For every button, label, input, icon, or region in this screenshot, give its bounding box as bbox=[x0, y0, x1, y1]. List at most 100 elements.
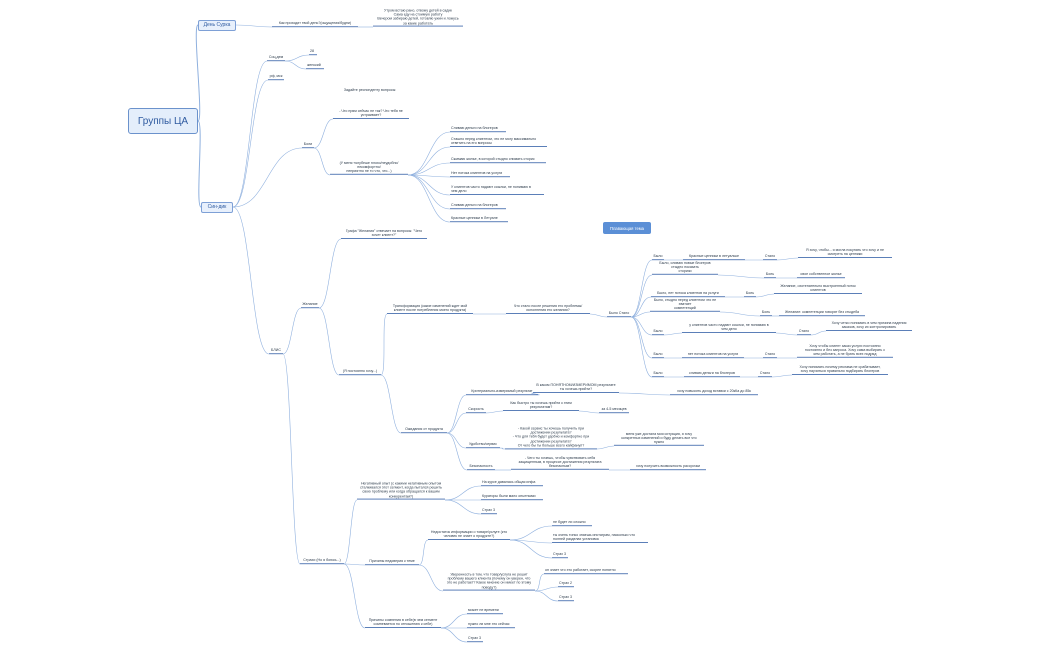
topic-den2[interactable]: Утром встаю рано, отвожу детей в садик С… bbox=[373, 9, 463, 27]
topic-den1[interactable]: Как проходит твой день?(ощущения/будни) bbox=[272, 21, 358, 27]
topic-label: Страх 3 bbox=[468, 636, 482, 641]
topic-k2[interactable]: Скорость bbox=[466, 407, 486, 413]
topic-label: Хочу четко понимать в чем причина падени… bbox=[831, 321, 907, 330]
topic-r7a[interactable]: Было bbox=[652, 371, 664, 377]
topic-k2q[interactable]: Как быстро ты хочешь прийти к этим резул… bbox=[503, 401, 579, 411]
topic-b1[interactable]: - Что прям сейчас не так? Что тебя не ус… bbox=[333, 109, 409, 119]
topic-label: Было, нет потока клиентов на услуги bbox=[657, 291, 719, 296]
root-topic[interactable]: Группы ЦА bbox=[128, 108, 198, 134]
topic-s3c[interactable]: Страх 3 bbox=[467, 636, 483, 642]
topic-k4[interactable]: Безопасность bbox=[467, 464, 495, 470]
topic-bs[interactable]: Было Стало bbox=[607, 311, 631, 317]
topic-p3[interactable]: Сжимаю жилье, в которой стыдно снимать с… bbox=[450, 157, 546, 163]
topic-label: У клиентов часто падают ссылки, не поним… bbox=[451, 185, 531, 194]
connector-k2-k2q bbox=[485, 410, 504, 414]
topic-k4q[interactable]: - Чего ты хочешь, чтобы чувствовать себя… bbox=[511, 456, 609, 470]
topic-r2c[interactable]: свое собственное жилье bbox=[797, 272, 845, 278]
topic-r6d[interactable]: Хочу чтобы клиент заказ услуги постоянно… bbox=[797, 344, 893, 358]
topic-k1q[interactable]: В каком ПОНЯТНОМ/ИЗМЕРИМОМ результате ты… bbox=[533, 383, 619, 393]
topic-s2a1[interactable]: не будет ли сложно bbox=[552, 520, 592, 526]
topic-s3b[interactable]: нужно ли мне это сейчас bbox=[467, 622, 515, 628]
topic-s3[interactable]: Причины сомнения в себе(в чем сегмент со… bbox=[365, 618, 441, 628]
topic-k3a[interactable]: меня уже достала моя ситуация, я хочу ко… bbox=[614, 432, 704, 446]
topic-r7b[interactable]: сливаю деньги на блогеров bbox=[684, 371, 740, 377]
connector-boli-b2 bbox=[313, 147, 331, 176]
topic-p6[interactable]: Сливаю деньги на блогеров bbox=[450, 203, 506, 209]
topic-r4a[interactable]: Было, стыдно перед клиентом что не хвата… bbox=[650, 298, 720, 312]
topic-label: Страх 3 bbox=[559, 595, 573, 600]
topic-k1[interactable]: Критериально-измеримый результат bbox=[466, 389, 538, 395]
topic-label: Уверенность в том, что товар/услуга не р… bbox=[446, 572, 532, 590]
main-topic-den[interactable]: День Сурка bbox=[198, 19, 236, 31]
topic-s2a[interactable]: Недостаток информации о товаре/услуге (к… bbox=[428, 530, 510, 540]
topic-label: хочу получить возможность рассрочки bbox=[635, 464, 701, 469]
topic-r2b[interactable]: Боль bbox=[764, 272, 776, 278]
topic-r1d[interactable]: Я хочу, чтобы... я могла покупать что хо… bbox=[798, 248, 892, 258]
topic-p5[interactable]: У клиентов часто падают ссылки, не поним… bbox=[450, 185, 544, 195]
topic-r5b[interactable]: у клиентов часто падают ссылки, не поним… bbox=[682, 323, 776, 333]
topic-r3b[interactable]: Боль bbox=[744, 291, 756, 297]
topic-s3a[interactable]: может не времени bbox=[467, 608, 503, 614]
topic-s1[interactable]: Негативный опыт (с какими негативным опы… bbox=[357, 482, 445, 500]
topic-zh1[interactable]: Графа "Желания" отвечает на вопросы: "Че… bbox=[341, 229, 427, 239]
topic-r1c[interactable]: Стало bbox=[763, 254, 777, 260]
topic-s1c[interactable]: Страх 3 bbox=[481, 508, 497, 514]
topic-label: Недостаток информации о товаре/услуге (к… bbox=[430, 530, 508, 539]
main-topic-sin[interactable]: Син-дик bbox=[201, 201, 233, 213]
topic-r3c[interactable]: Желание, охотенательно выстроенный поток… bbox=[774, 284, 862, 294]
topic-rf[interactable]: рф, мск bbox=[268, 74, 284, 80]
topic-k1a[interactable]: хочу повысить доход вставки с 20кКа до 8… bbox=[670, 389, 758, 395]
topic-p2[interactable]: Сташно перед клиентом, что не могу макси… bbox=[450, 137, 547, 147]
topic-st[interactable]: Страхи (Но я боюсь...) bbox=[300, 558, 344, 564]
topic-p7[interactable]: Красные ценники в Летуале bbox=[450, 216, 508, 222]
topic-s2a2[interactable]: ты очень тонко знаешь инстаграм, насколь… bbox=[552, 533, 648, 543]
topic-zq[interactable]: Задайте респонденту вопросы: bbox=[335, 88, 405, 93]
topic-r6a[interactable]: Было bbox=[652, 352, 664, 358]
topic-r7c[interactable]: Стало bbox=[758, 371, 772, 377]
topic-r5c[interactable]: Стало bbox=[797, 329, 811, 335]
topic-r4b[interactable]: Боль bbox=[760, 310, 772, 316]
topic-p1[interactable]: Сливаю деньги на блогеров bbox=[450, 126, 506, 132]
topic-label: он знает что это работает, скорее понятн… bbox=[545, 568, 616, 573]
topic-age[interactable]: 28 bbox=[309, 49, 317, 55]
topic-s2[interactable]: Причины недоверия к теме bbox=[365, 559, 419, 565]
connector-k1-k1q bbox=[531, 392, 540, 396]
topic-r7d[interactable]: Хочу понимать почему реклама не срабатыв… bbox=[792, 365, 888, 375]
topic-r6b[interactable]: нет потока клиентов на услуги bbox=[682, 352, 744, 358]
topic-p4[interactable]: Нет потока клиентов на услуги bbox=[450, 171, 510, 177]
topic-s2a3[interactable]: Страх 3 bbox=[552, 552, 568, 558]
topic-gen[interactable]: женский bbox=[306, 63, 324, 69]
topic-label: Как быстро ты хочешь прийти к этим резул… bbox=[510, 401, 572, 410]
topic-r1a[interactable]: Было bbox=[652, 254, 664, 260]
topic-ch[interactable]: Что стало после решения его проблемы/ ис… bbox=[506, 304, 590, 314]
topic-s2b1[interactable]: он знает что это работает, скорее понятн… bbox=[544, 568, 628, 574]
topic-k4a[interactable]: хочу получить возможность рассрочки bbox=[630, 464, 706, 470]
topic-k2a[interactable]: за 4-5 месяцев bbox=[599, 407, 629, 413]
topic-s2b[interactable]: Уверенность в том, что товар/услуга не р… bbox=[443, 573, 535, 591]
topic-r2a[interactable]: Было, сливаю новые блогеров стыдно показ… bbox=[652, 261, 718, 275]
topic-k3q[interactable]: - Какой сервис ты хочешь получить при до… bbox=[505, 426, 597, 449]
floating-topic[interactable]: Плавающая тема bbox=[603, 222, 651, 234]
topic-r6c[interactable]: Стало bbox=[763, 352, 777, 358]
topic-r5d[interactable]: Хочу четко понимать в чем причина падени… bbox=[826, 321, 912, 331]
topic-s1a[interactable]: На курсе давалась общая инфа bbox=[481, 480, 543, 486]
topic-r1b[interactable]: Красные ценники в летуальке bbox=[683, 254, 745, 260]
topic-k3[interactable]: Удобство/сервис bbox=[466, 442, 500, 448]
topic-tr[interactable]: Трансформация (какие изменений ждет мой … bbox=[387, 304, 473, 314]
topic-zh2[interactable]: (Я постоянно хочу...) bbox=[339, 369, 381, 375]
topic-r5a[interactable]: Было bbox=[652, 329, 664, 335]
topic-r4c[interactable]: Желание: компетенции говорят без стыдеба bbox=[779, 310, 865, 316]
topic-b2[interactable]: (У меня «клубеше плохо/неудобно/некомфор… bbox=[330, 161, 408, 175]
topic-r3a[interactable]: Было, нет потока клиентов на услуги bbox=[651, 291, 725, 297]
topic-label: Что стало после решения его проблемы/ ис… bbox=[513, 304, 583, 313]
topic-boli[interactable]: Боли bbox=[302, 142, 314, 148]
topic-oz[interactable]: Ожидания от продукта bbox=[401, 427, 447, 433]
topic-label: Желание: компетенции говорят без стыдеба bbox=[784, 310, 860, 315]
topic-blys[interactable]: БЛИС bbox=[269, 348, 283, 354]
topic-s2b3[interactable]: Страх 3 bbox=[558, 595, 574, 601]
topic-zh[interactable]: Желание bbox=[301, 302, 319, 308]
connector-st-s1 bbox=[343, 499, 358, 565]
topic-s1b[interactable]: Кураторы были мало опытными bbox=[481, 494, 543, 500]
topic-sots[interactable]: Соц.дем bbox=[267, 55, 285, 61]
topic-s2b2[interactable]: Страх 2 bbox=[558, 581, 574, 587]
